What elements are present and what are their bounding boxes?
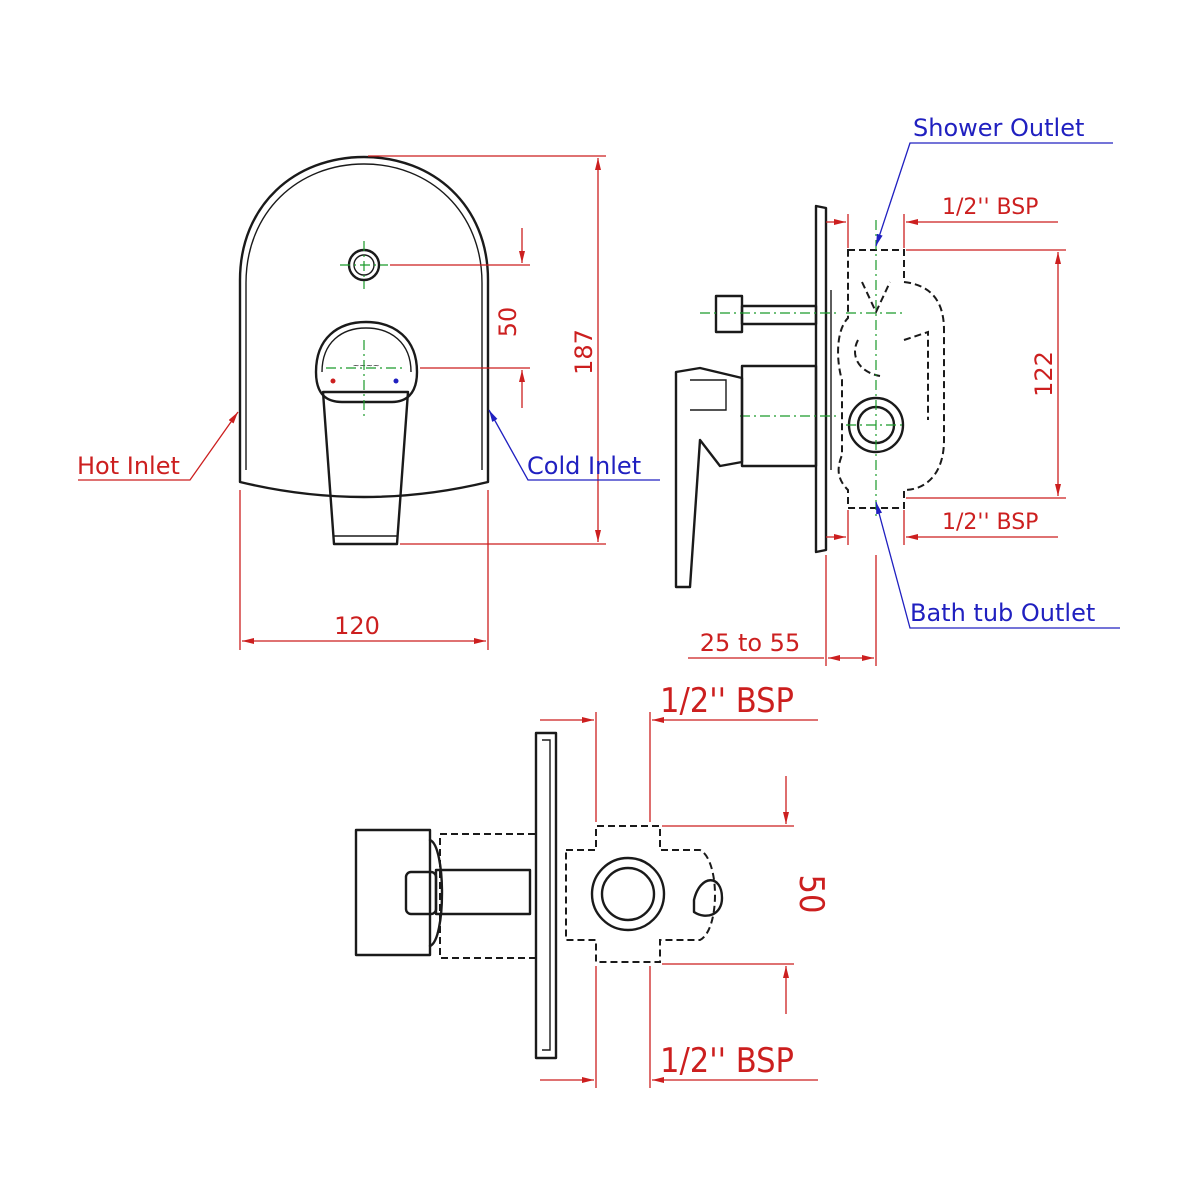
dim-side-bottom-thread: 1/2'' BSP xyxy=(942,510,1038,535)
dim-handle-offset: 50 xyxy=(494,307,522,338)
dim-front-width: 120 xyxy=(334,612,380,640)
dim-top-view-bottom-thread: 1/2'' BSP xyxy=(660,1041,794,1081)
spindle xyxy=(714,294,744,334)
label-hot-inlet: Hot Inlet xyxy=(77,452,180,480)
label-bath-tub-outlet: Bath tub Outlet xyxy=(910,599,1095,627)
top-wall-plate xyxy=(534,731,558,1060)
faceplate-bevel xyxy=(245,163,483,470)
hot-indicator-dot xyxy=(330,378,336,384)
handle-base xyxy=(314,320,419,404)
top-valve-hidden xyxy=(565,825,716,963)
wall-plate xyxy=(814,204,828,554)
label-shower-outlet: Shower Outlet xyxy=(913,114,1084,142)
dim-wall-depth: 25 to 55 xyxy=(700,629,800,657)
dim-front-height: 187 xyxy=(570,329,598,375)
side-lever xyxy=(674,366,744,589)
label-cold-inlet: Cold Inlet xyxy=(527,452,641,480)
dim-top-view-top-thread: 1/2'' BSP xyxy=(660,681,794,721)
brand-logo: ~~~~ xyxy=(353,361,380,370)
side-view xyxy=(674,142,1120,666)
dim-side-body-height: 122 xyxy=(1030,351,1058,397)
top-handle-block xyxy=(354,828,432,957)
lever-handle xyxy=(321,390,410,546)
dim-top-view-width: 50 xyxy=(791,875,831,914)
dim-side-top-thread: 1/2'' BSP xyxy=(942,195,1038,220)
top-outlet-port xyxy=(590,856,666,932)
top-view xyxy=(354,712,818,1088)
valve-body-hidden xyxy=(837,249,945,509)
cold-indicator-dot xyxy=(393,378,399,384)
front-view: ~~~~ xyxy=(78,155,660,650)
faceplate-outline xyxy=(238,155,490,499)
